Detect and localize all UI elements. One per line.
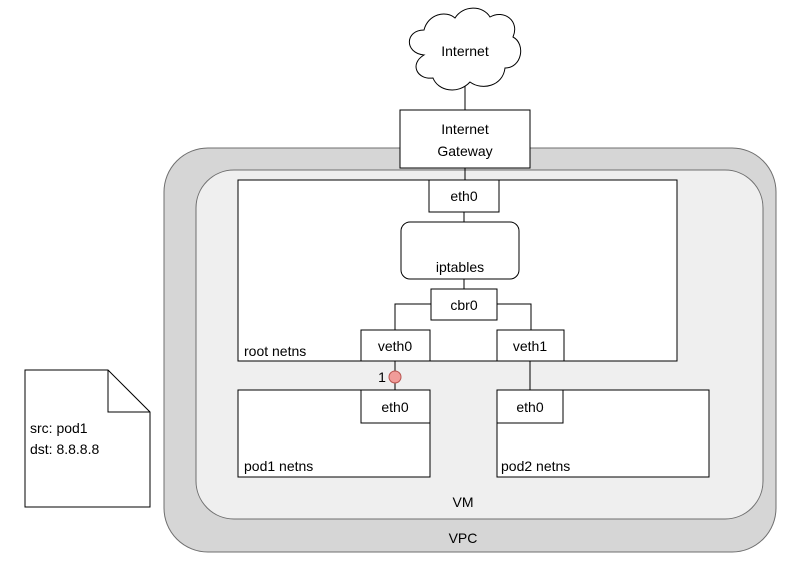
root-eth0-box: [428, 179, 500, 213]
cbr0-box: [430, 288, 498, 321]
iptables-label: iptables: [436, 259, 484, 275]
cbr0-label: cbr0: [450, 297, 477, 313]
internet-gateway-box: [399, 109, 531, 169]
pod1-eth0-label: eth0: [381, 399, 408, 415]
packet-note-document-icon: [24, 369, 151, 508]
packet-src-text: src: pod1: [30, 420, 88, 436]
packet-dst-text: dst: 8.8.8.8: [30, 441, 99, 457]
pod2-eth0-box: [496, 389, 564, 424]
pod2-netns-label: pod2 netns: [501, 458, 570, 474]
root-netns-label: root netns: [244, 343, 306, 359]
vpc-label: VPC: [449, 530, 478, 546]
internet-label: Internet: [441, 43, 489, 59]
internet-gateway-label-line2: Gateway: [437, 143, 492, 159]
packet-note-fold: [107, 370, 150, 413]
veth1-label: veth1: [513, 338, 547, 354]
link-cbr0-veth0: [394, 303, 431, 330]
internet-gateway-label-line1: Internet: [441, 121, 489, 137]
pod1-eth0-box: [360, 389, 431, 424]
veth1-box: [496, 329, 565, 362]
root-eth0-label: eth0: [450, 188, 477, 204]
pod2-eth0-label: eth0: [516, 399, 543, 415]
packet-marker-number: 1: [378, 369, 386, 385]
veth0-label: veth0: [378, 338, 412, 354]
internet-cloud-icon: [408, 7, 522, 91]
pod1-netns-label: pod1 netns: [244, 458, 313, 474]
link-cbr0-veth1: [497, 303, 532, 330]
iptables-box: [400, 221, 520, 280]
packet-marker: [388, 370, 402, 384]
vm-label: VM: [453, 494, 474, 510]
